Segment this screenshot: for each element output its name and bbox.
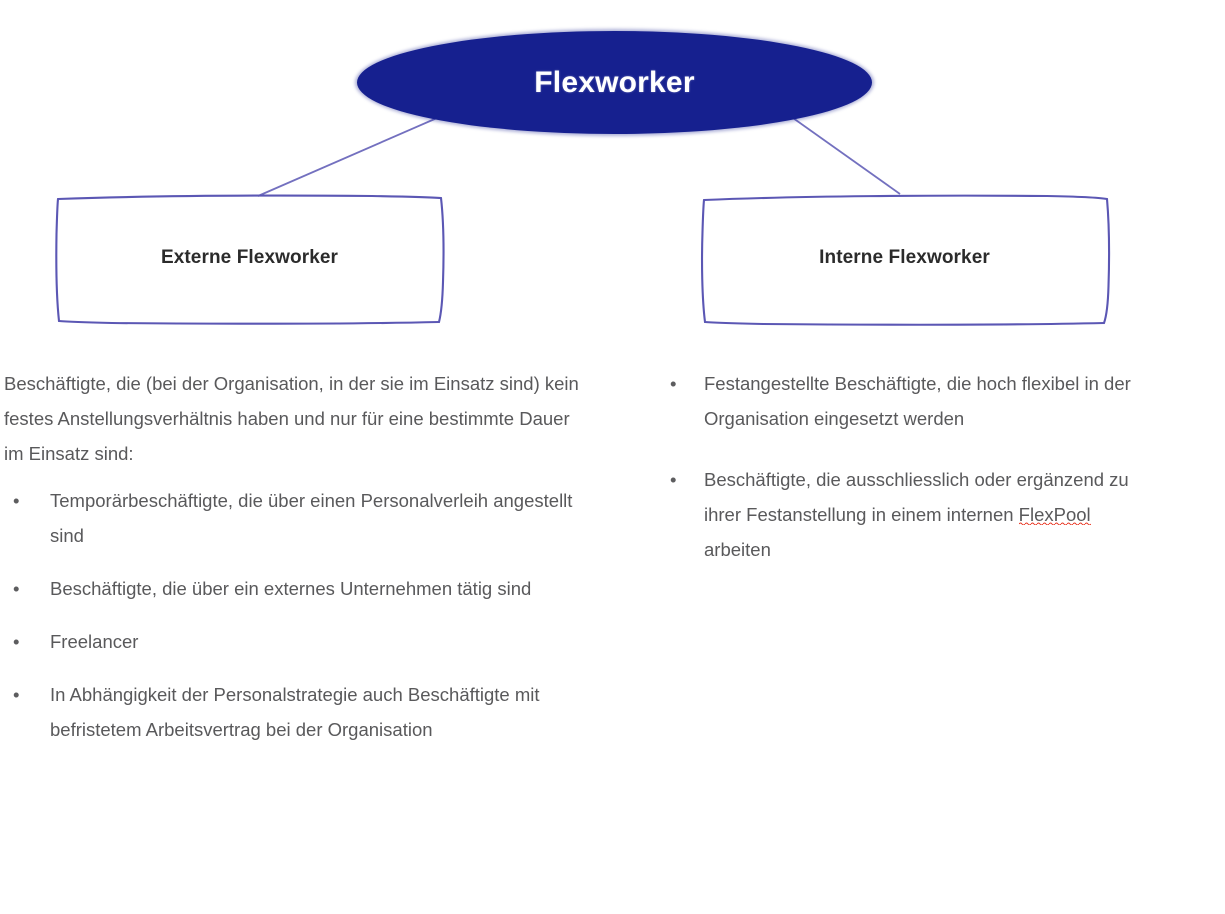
text-run: Festangestellte Beschäftigte, die hoch f… <box>704 373 1131 429</box>
root-node-label: Flexworker <box>534 65 695 99</box>
list-item: • Festangestellte Beschäftigte, die hoch … <box>660 366 1160 436</box>
list-item-text: Festangestellte Beschäftigte, die hoch f… <box>704 373 1131 429</box>
externe-intro-paragraph: Beschäftigte, die (bei der Organisation,… <box>4 373 579 464</box>
list-item: • Beschäftigte, die über ein externes Unt… <box>4 571 589 606</box>
branch-box-externe-label: Externe Flexworker <box>160 247 339 268</box>
root-node-flexworker: Flexworker <box>357 31 872 134</box>
spellcheck-error-word: FlexPool <box>1018 504 1091 525</box>
bullet-icon: • <box>13 578 20 599</box>
sketch-rectangle-externe <box>55 194 445 325</box>
column-externe-description: Beschäftigte, die (bei der Organisation,… <box>4 366 589 765</box>
text-run: arbeiten <box>704 539 771 560</box>
list-item: • Beschäftigte, die ausschliesslich oder … <box>660 462 1160 567</box>
list-item: • Temporärbeschäftigte, die über einen Pe… <box>4 483 589 553</box>
list-item-text: Beschäftigte, die über ein externes Unte… <box>50 578 532 599</box>
list-item: • In Abhängigkeit der Personalstrategie a… <box>4 677 589 747</box>
list-item-text: Temporärbeschäftigte, die über einen Per… <box>50 490 573 546</box>
branch-box-interne: Interne Flexworker <box>697 190 1112 326</box>
list-item-text: In Abhängigkeit der Personalstrategie au… <box>50 684 540 740</box>
branch-box-externe: Externe Flexworker <box>52 190 447 326</box>
bullet-icon: • <box>13 490 20 511</box>
sketch-rectangle-interne <box>700 194 1111 326</box>
list-item-text: Freelancer <box>50 631 139 652</box>
list-item: • Freelancer <box>4 624 589 659</box>
list-item-text: Beschäftigte, die ausschliesslich oder e… <box>704 469 1129 560</box>
text-run: Beschäftigte, die ausschliesslich oder e… <box>704 469 1129 525</box>
connector-line-left <box>257 117 438 197</box>
bullet-icon: • <box>670 469 677 490</box>
interne-bullet-list: • Festangestellte Beschäftigte, die hoch … <box>660 366 1160 567</box>
bullet-icon: • <box>670 373 677 394</box>
column-interne-description: • Festangestellte Beschäftigte, die hoch … <box>660 366 1160 593</box>
bullet-icon: • <box>13 684 20 705</box>
bullet-icon: • <box>13 631 20 652</box>
branch-box-interne-label: Interne Flexworker <box>819 247 990 268</box>
connector-line-right <box>792 117 901 195</box>
externe-bullet-list: • Temporärbeschäftigte, die über einen Pe… <box>4 483 589 747</box>
